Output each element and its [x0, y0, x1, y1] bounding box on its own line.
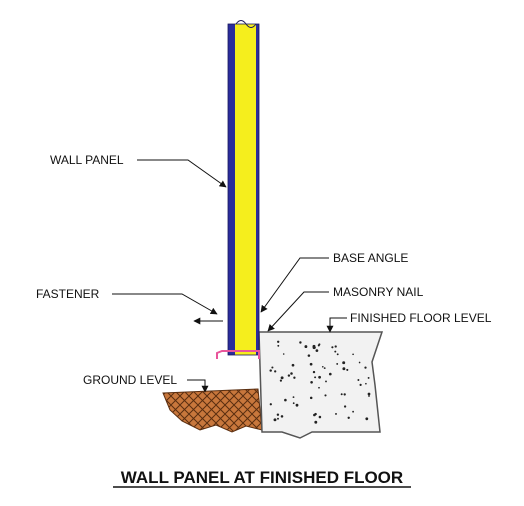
aggregate-dot — [368, 395, 370, 397]
aggregate-dot — [293, 376, 296, 379]
aggregate-dot — [318, 386, 320, 389]
aggregate-dot — [314, 420, 318, 424]
aggregate-dot — [367, 392, 371, 396]
aggregate-dot — [312, 344, 316, 348]
masonry-nail-leader — [267, 291, 329, 332]
aggregate-dot — [334, 345, 337, 348]
aggregate-dot — [347, 416, 350, 419]
aggregate-dot — [336, 362, 339, 365]
aggregate-dot — [359, 383, 362, 386]
aggregate-dot — [343, 405, 347, 408]
aggregate-dot — [279, 379, 282, 382]
aggregate-dot — [357, 379, 360, 381]
ground-level-leader — [187, 379, 209, 393]
aggregate-dot — [309, 396, 313, 400]
aggregate-dot — [336, 353, 339, 356]
wall-panel-leader — [137, 159, 227, 188]
base-angle-leader — [260, 257, 329, 313]
aggregate-dot — [314, 376, 317, 379]
label-finished-floor-level: FINISHED FLOOR LEVEL — [350, 311, 492, 325]
aggregate-dot — [284, 398, 287, 402]
concrete-aggregate-dots — [269, 340, 371, 424]
concrete-slab — [258, 331, 384, 439]
aggregate-dot — [269, 403, 272, 406]
aggregate-dot — [324, 394, 327, 397]
aggregate-dot — [290, 372, 293, 375]
aggregate-dot — [309, 362, 313, 366]
ground-earth-hatch — [162, 388, 263, 433]
aggregate-dot — [318, 415, 322, 419]
aggregate-dot — [318, 375, 321, 379]
aggregate-dot — [287, 374, 291, 377]
label-fastener: FASTENER — [36, 287, 100, 301]
wall-panel-core — [235, 24, 256, 355]
aggregate-dot — [367, 376, 370, 379]
label-base-angle: BASE ANGLE — [333, 251, 408, 265]
aggregate-dot — [276, 413, 280, 416]
aggregate-dot — [273, 418, 277, 422]
aggregate-dot — [315, 349, 319, 352]
aggregate-dot — [346, 368, 349, 371]
aggregate-dot — [343, 393, 346, 396]
aggregate-dot — [323, 367, 326, 370]
aggregate-dot — [295, 403, 299, 407]
aggregate-dot — [292, 396, 295, 399]
aggregate-dot — [364, 366, 367, 369]
label-masonry-nail: MASONRY NAIL — [333, 285, 424, 299]
aggregate-dot — [304, 345, 308, 349]
aggregate-dot — [282, 353, 285, 355]
aggregate-dot — [310, 381, 313, 384]
aggregate-dot — [271, 366, 274, 369]
base-angle — [216, 350, 260, 359]
aggregate-dot — [269, 369, 272, 372]
wall-panel-outline — [227, 23, 260, 356]
aggregate-dot — [325, 380, 327, 383]
wall-panel-inner-skin — [256, 24, 259, 355]
aggregate-dot — [291, 363, 295, 367]
aggregate-dot — [280, 376, 284, 380]
aggregate-dot — [277, 344, 280, 347]
aggregate-dot — [334, 350, 337, 353]
wall-panel-top-break — [235, 20, 257, 28]
aggregate-dot — [342, 361, 346, 365]
aggregate-dot — [358, 361, 361, 364]
aggregate-dot — [342, 367, 346, 371]
aggregate-dot — [292, 402, 295, 405]
aggregate-dot — [313, 413, 316, 417]
aggregate-dot — [365, 417, 369, 421]
aggregate-dot — [331, 346, 334, 349]
finished-floor-level-leader — [326, 317, 347, 333]
aggregate-dot — [277, 340, 280, 343]
aggregate-dot — [365, 382, 367, 385]
aggregate-dot — [352, 353, 354, 356]
aggregate-dot — [317, 344, 320, 347]
aggregate-dot — [328, 372, 332, 376]
wall-panel-outer-skin — [228, 24, 235, 355]
aggregate-dot — [274, 370, 277, 373]
aggregate-dot — [335, 412, 337, 415]
aggregate-dot — [312, 370, 316, 374]
fastener-leader — [112, 293, 218, 315]
diagram-title: WALL PANEL AT FINISHED FLOOR — [121, 468, 403, 487]
aggregate-dot — [321, 365, 324, 368]
label-ground-level: GROUND LEVEL — [83, 373, 177, 387]
aggregate-dot — [280, 415, 284, 418]
aggregate-dot — [307, 354, 311, 357]
aggregate-dot — [299, 341, 302, 344]
aggregate-dot — [352, 410, 354, 413]
aggregate-dot — [277, 417, 279, 420]
aggregate-dot — [340, 393, 343, 396]
label-wall-panel: WALL PANEL — [50, 153, 124, 167]
